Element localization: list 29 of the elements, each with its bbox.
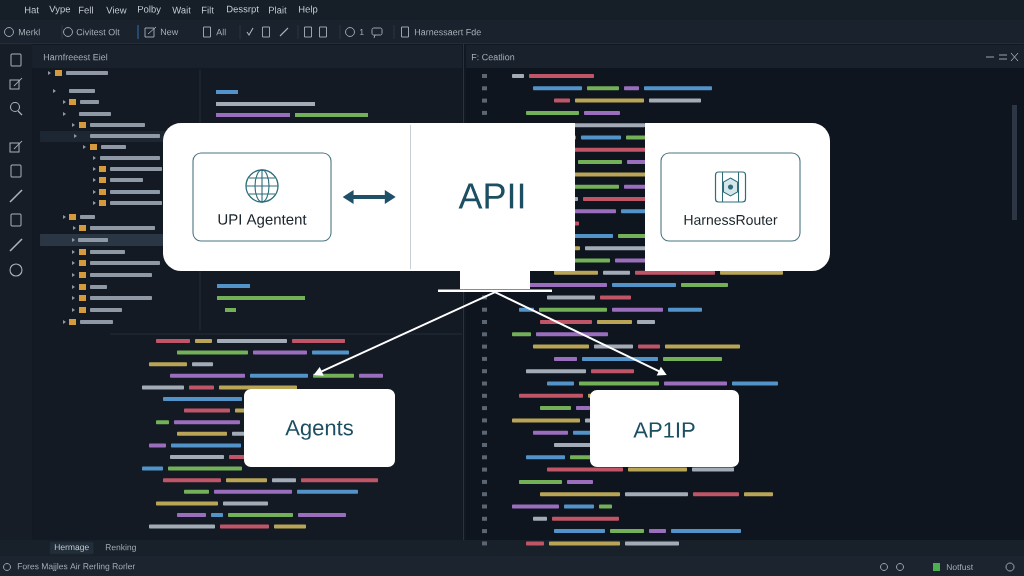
toolbar-item: Harnessaert Fde xyxy=(414,28,481,36)
menu-item: Help xyxy=(299,5,318,15)
node-label: APII xyxy=(458,183,524,209)
menu-item: Fell xyxy=(79,6,93,14)
panel-title: F: Ceatlion xyxy=(471,53,515,61)
service-box: HarnessRouter xyxy=(660,152,801,242)
menu-item: Wait xyxy=(172,6,191,14)
panel-title: Harnfreeest Eiel xyxy=(43,53,108,61)
toolbar-item: Civitest Olt xyxy=(76,28,120,36)
toolbar-item: All xyxy=(216,28,226,36)
tab: Hermage xyxy=(50,542,94,554)
process-box: Agents xyxy=(244,389,395,467)
menu-item: Plait xyxy=(269,6,287,14)
menu-item: Hat xyxy=(25,6,39,14)
menu-item: View xyxy=(106,6,127,14)
status-text: Fores Majjles Air Rerling Rorler xyxy=(17,563,136,571)
menu-item: Dessrpt xyxy=(227,5,259,15)
process-box: AP1IP xyxy=(590,390,739,467)
panel-section: APII xyxy=(410,123,575,271)
monitor-stand xyxy=(438,271,552,292)
service-box: UPI Agentent xyxy=(192,152,332,242)
menu-item: Vype xyxy=(49,5,71,15)
toolbar-item: Merkl xyxy=(18,28,40,36)
menu-item: Filt xyxy=(202,6,214,14)
menu-item: Polby xyxy=(138,5,161,15)
toolbar-item: New xyxy=(160,28,179,36)
toolbar-item: 1 xyxy=(359,28,364,36)
tab-label: Renking xyxy=(105,544,136,552)
status-text: Notfust xyxy=(946,563,974,571)
